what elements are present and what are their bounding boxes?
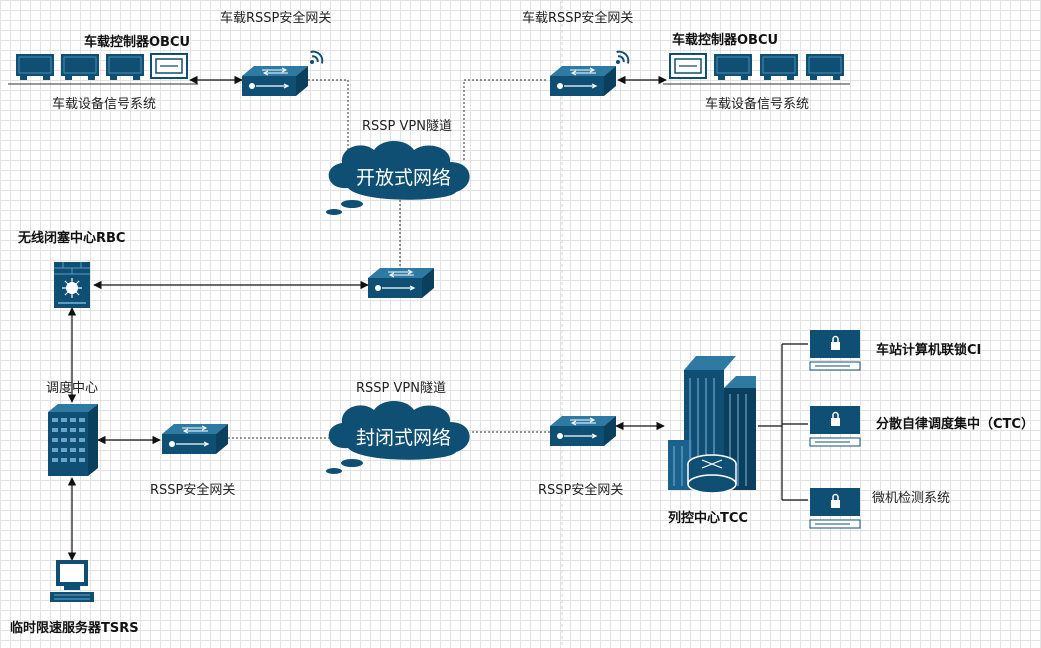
train-right [669, 53, 845, 81]
server-rack-icon [48, 404, 98, 476]
switch-icon [161, 423, 229, 455]
switch-icon [549, 65, 617, 97]
train-car-icon [713, 53, 753, 81]
firewall-icon [54, 262, 90, 308]
train-car-icon [60, 53, 100, 81]
tunnel-top-right [463, 79, 548, 160]
wifi-icon [309, 47, 327, 65]
switch-icon [367, 267, 435, 299]
label-vpn-bottom: RSSP VPN隧道 [356, 380, 446, 396]
label-cloud-closed: 封闭式网络 [356, 427, 451, 449]
label-ci: 车站计算机联锁CI [876, 342, 981, 358]
label-cloud-open: 开放式网络 [356, 167, 451, 189]
train-car-icon [15, 53, 55, 81]
workstation-icon [50, 560, 94, 602]
cloud-icon [326, 141, 470, 215]
wifi-icon [615, 47, 633, 65]
obcu-icon [150, 53, 188, 79]
label-onboard-left: 车载设备信号系统 [52, 96, 156, 112]
label-obcu-left: 车载控制器OBCU [84, 34, 190, 50]
label-gw-bottom-left: RSSP安全网关 [150, 482, 235, 498]
label-gw-top-left: 车载RSSP安全网关 [220, 10, 331, 26]
label-vpn-top: RSSP VPN隧道 [362, 118, 452, 134]
label-obcu-right: 车载控制器OBCU [672, 32, 778, 48]
cloud-icon [326, 401, 470, 474]
lock-server-icon [809, 329, 861, 371]
train-car-icon [105, 53, 145, 81]
train-car-icon [759, 53, 799, 81]
train-left [15, 53, 188, 81]
label-rbc: 无线闭塞中心RBC [17, 230, 125, 246]
label-tsrs: 临时限速服务器TSRS [10, 620, 139, 636]
switch-icon [241, 65, 309, 97]
lock-server-icon [809, 487, 861, 529]
label-gw-top-right: 车载RSSP安全网关 [522, 10, 633, 26]
switch-icon [549, 415, 617, 447]
label-gw-bottom-mid: RSSP安全网关 [538, 482, 623, 498]
label-monitor: 微机检测系统 [872, 491, 950, 506]
label-onboard-right: 车载设备信号系统 [705, 96, 809, 112]
label-dispatch: 调度中心 [46, 380, 98, 396]
lock-server-icon [809, 405, 861, 447]
tunnel-top-left [292, 79, 349, 160]
office-building-icon [668, 356, 756, 494]
train-car-icon [805, 53, 845, 81]
label-ctc: 分散自律调度集中（CTC） [876, 416, 1034, 432]
label-tcc: 列控中心TCC [668, 510, 748, 526]
obcu-icon [669, 53, 707, 79]
